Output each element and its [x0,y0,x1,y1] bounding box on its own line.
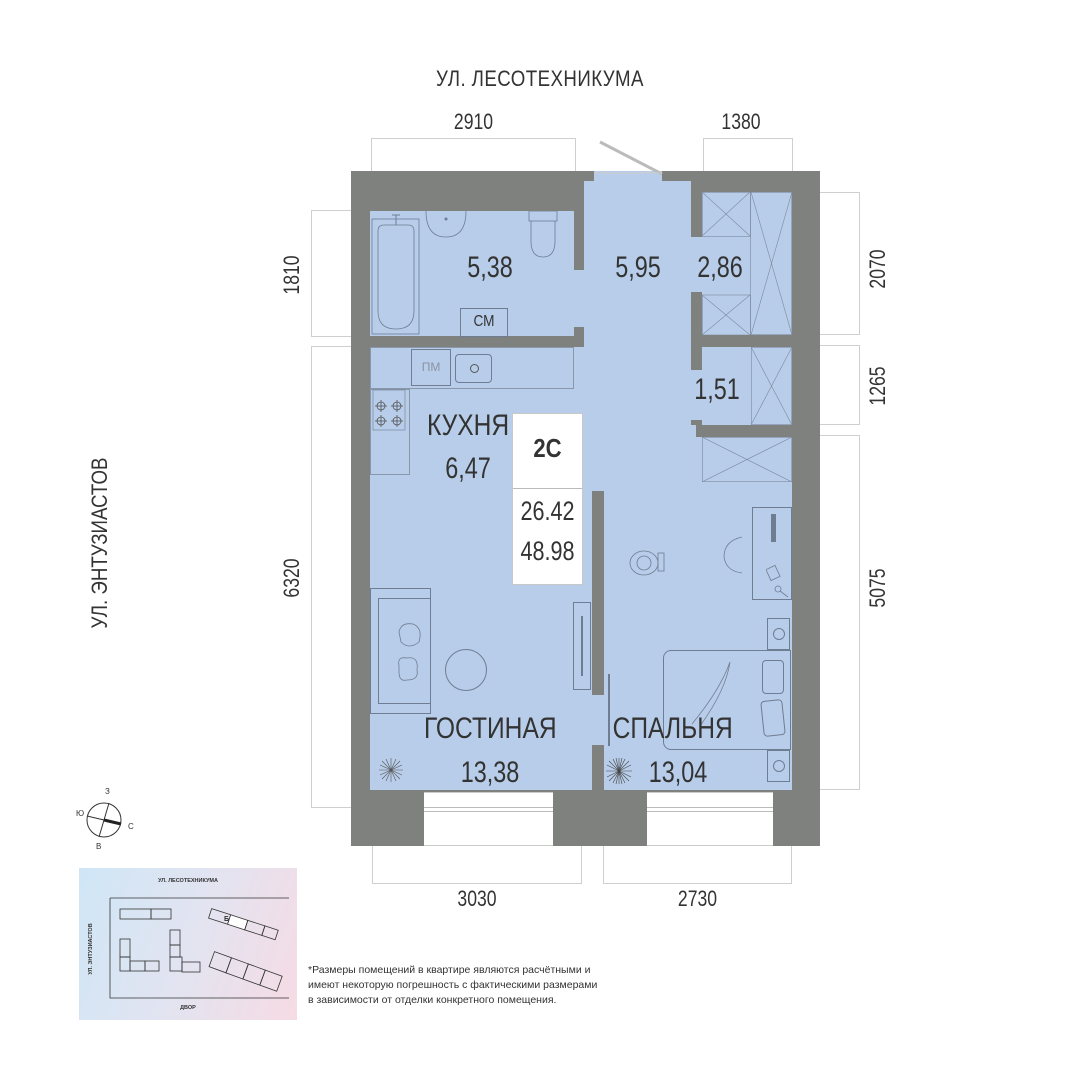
site-plan-icon [109,897,289,999]
kitchen-counter [370,347,574,389]
floor-bedroom-link [604,425,696,485]
stove-icon [372,389,406,431]
lamp-bottom-icon [773,760,785,772]
sofa-back [378,598,431,704]
entrance-door-icon[interactable] [590,136,670,176]
tv [581,616,583,676]
dim-right-1: 2070 [865,249,890,289]
lamp-top-icon [773,628,785,640]
kitchen-area: 6,47 [445,452,491,485]
bedroom-area: 13,04 [648,756,708,789]
bedroom-door-leaf[interactable] [608,674,610,746]
dim-right-2: 1265 [865,366,890,406]
bed-blanket-icon [691,661,731,727]
dim-box-right-3 [820,435,860,790]
bathtub-icon [371,214,420,335]
dim-top-2: 1380 [721,109,761,134]
coffee-table [445,649,487,691]
window-bedroom[interactable] [647,792,773,846]
minimap-section-label: Б [224,916,230,923]
dim-box-left-2 [311,346,352,808]
living-area-total: 26.42 [520,496,575,526]
kitchen-side-counter [370,389,410,475]
dim-box-right-1 [820,192,860,335]
dim-top-1: 2910 [453,109,494,134]
dim-bottom-2: 2730 [677,886,718,911]
info-divider [513,488,582,489]
compass-n: З [105,787,110,796]
dim-left-1: 1810 [279,255,304,295]
tv-stand [573,602,591,690]
dim-bottom-1: 3030 [457,886,497,911]
apartment-type: 2С [533,433,562,463]
dim-box-right-2 [820,345,860,425]
bed-pillow-top [762,660,784,694]
sink-icon [425,211,467,238]
floor-bedroom-upper [693,437,792,482]
hallway-area: 5,95 [615,251,661,284]
living-area: 13,38 [460,756,520,789]
compass-w: Ю [76,809,85,818]
minimap-yard: ДВОР [180,1005,196,1011]
floor-hall-top-opening [594,171,662,183]
bed-pillow-bottom [760,698,786,738]
armchair-icon [629,550,665,576]
dim-box-top-1 [371,138,576,171]
toilet-icon [528,211,558,258]
nightstand-bottom [767,750,790,782]
storage-top-area: 2,86 [697,251,743,284]
dim-box-top-2 [703,138,793,171]
dim-box-bottom-1 [372,846,582,884]
plant-icon-living [379,758,403,782]
dishwasher [411,349,451,386]
bedroom-name: СПАЛЬНЯ [612,712,733,745]
compass-s: В [96,842,102,851]
plant-icon-bedroom [606,757,632,785]
dim-box-left-1 [311,210,352,337]
window-living-sash [424,807,553,812]
dim-box-bottom-2 [603,846,792,884]
sink-drain [470,364,479,373]
floor-bedroom [604,480,792,790]
bathroom-area: 5,38 [467,251,513,284]
street-label-left: УЛ. ЭНТУЗИАСТОВ [87,457,112,629]
floor-storage-door [690,237,704,292]
floor-bathroom [370,211,574,336]
washing-machine [460,308,508,337]
wardrobe-mid-icon [751,347,792,425]
kitchen-name: КУХНЯ [427,409,510,442]
floor-storage-mid [702,347,792,425]
floor-storage-top [702,192,792,335]
floor-bedroom-door [592,695,606,745]
window-bedroom-sash [647,807,773,812]
dishwasher-label: ПМ [421,360,441,374]
street-label-top: УЛ. ЛЕСОТЕХНИКУМА [436,66,644,91]
floor-storage-mid-door [690,370,704,420]
dim-left-2: 6320 [279,558,304,598]
kitchen-sink [455,354,492,383]
pillow-icon [398,623,421,681]
bed [663,650,791,750]
nightstand-top [767,618,790,650]
dim-right-3: 5075 [865,568,890,608]
storage-mid-area: 1,51 [694,373,740,406]
desk-items-icon [766,564,789,598]
total-area: 48.98 [520,536,575,566]
apartment-info-box: 2С 26.42 48.98 [512,413,583,585]
wardrobe-bedroom-icon [702,437,792,482]
monitor [771,514,776,542]
window-living[interactable] [424,792,553,846]
floor-bathroom-door [574,270,588,327]
compass-e: С [128,822,134,831]
living-name: ГОСТИНАЯ [423,712,557,745]
desk-chair-icon [723,536,743,574]
wardrobe-top-icon [702,192,792,335]
disclaimer-note: *Размеры помещений в квартире являются р… [308,964,598,1006]
compass-icon [86,802,122,838]
washing-machine-label: СМ [473,313,495,330]
desk [752,507,792,600]
site-minimap: УЛ. ЛЕСОТЕХНИКУМА УЛ. ЭНТУЗИАСТОВ ДВОР Б [79,868,297,1020]
minimap-street-top: УЛ. ЛЕСОТЕХНИКУМА [158,878,218,884]
